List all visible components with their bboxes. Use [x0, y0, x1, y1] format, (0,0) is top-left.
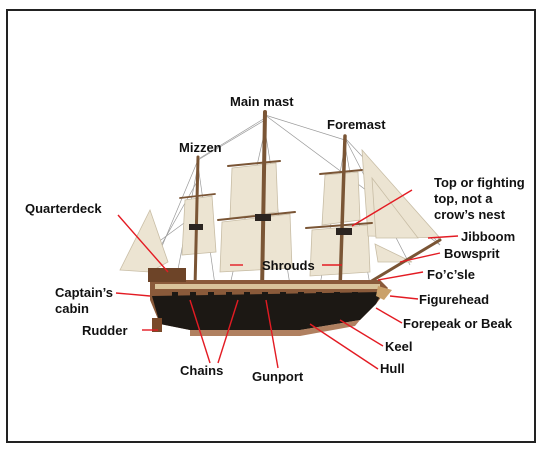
label-bowsprit: Bowsprit — [444, 246, 500, 261]
label-mizzen: Mizzen — [179, 140, 222, 155]
fighting-top — [336, 228, 352, 235]
main-topsail — [230, 163, 278, 218]
label-quarterdeck: Quarterdeck — [25, 201, 102, 216]
label-top-line2: top, not a — [434, 191, 493, 206]
label-figurehead: Figurehead — [419, 292, 489, 307]
label-top-line1: Top or fighting — [434, 175, 525, 190]
label-chains: Chains — [180, 363, 223, 378]
label-hull: Hull — [380, 361, 405, 376]
label-shrouds: Shrouds — [262, 258, 315, 273]
label-keel: Keel — [385, 339, 412, 354]
label-jibboom: Jibboom — [461, 229, 515, 244]
label-captains-line2: cabin — [55, 301, 89, 316]
label-captains-line1: Captain’s — [55, 285, 113, 300]
label-gunport: Gunport — [252, 369, 304, 384]
label-foremast: Foremast — [327, 117, 386, 132]
label-top-line3: crow’s nest — [434, 207, 506, 222]
label-rudder: Rudder — [82, 323, 128, 338]
label-forepeak: Forepeak or Beak — [403, 316, 513, 331]
label-main-mast: Main mast — [230, 94, 294, 109]
label-foc-sle: Fo’c’sle — [427, 267, 475, 282]
